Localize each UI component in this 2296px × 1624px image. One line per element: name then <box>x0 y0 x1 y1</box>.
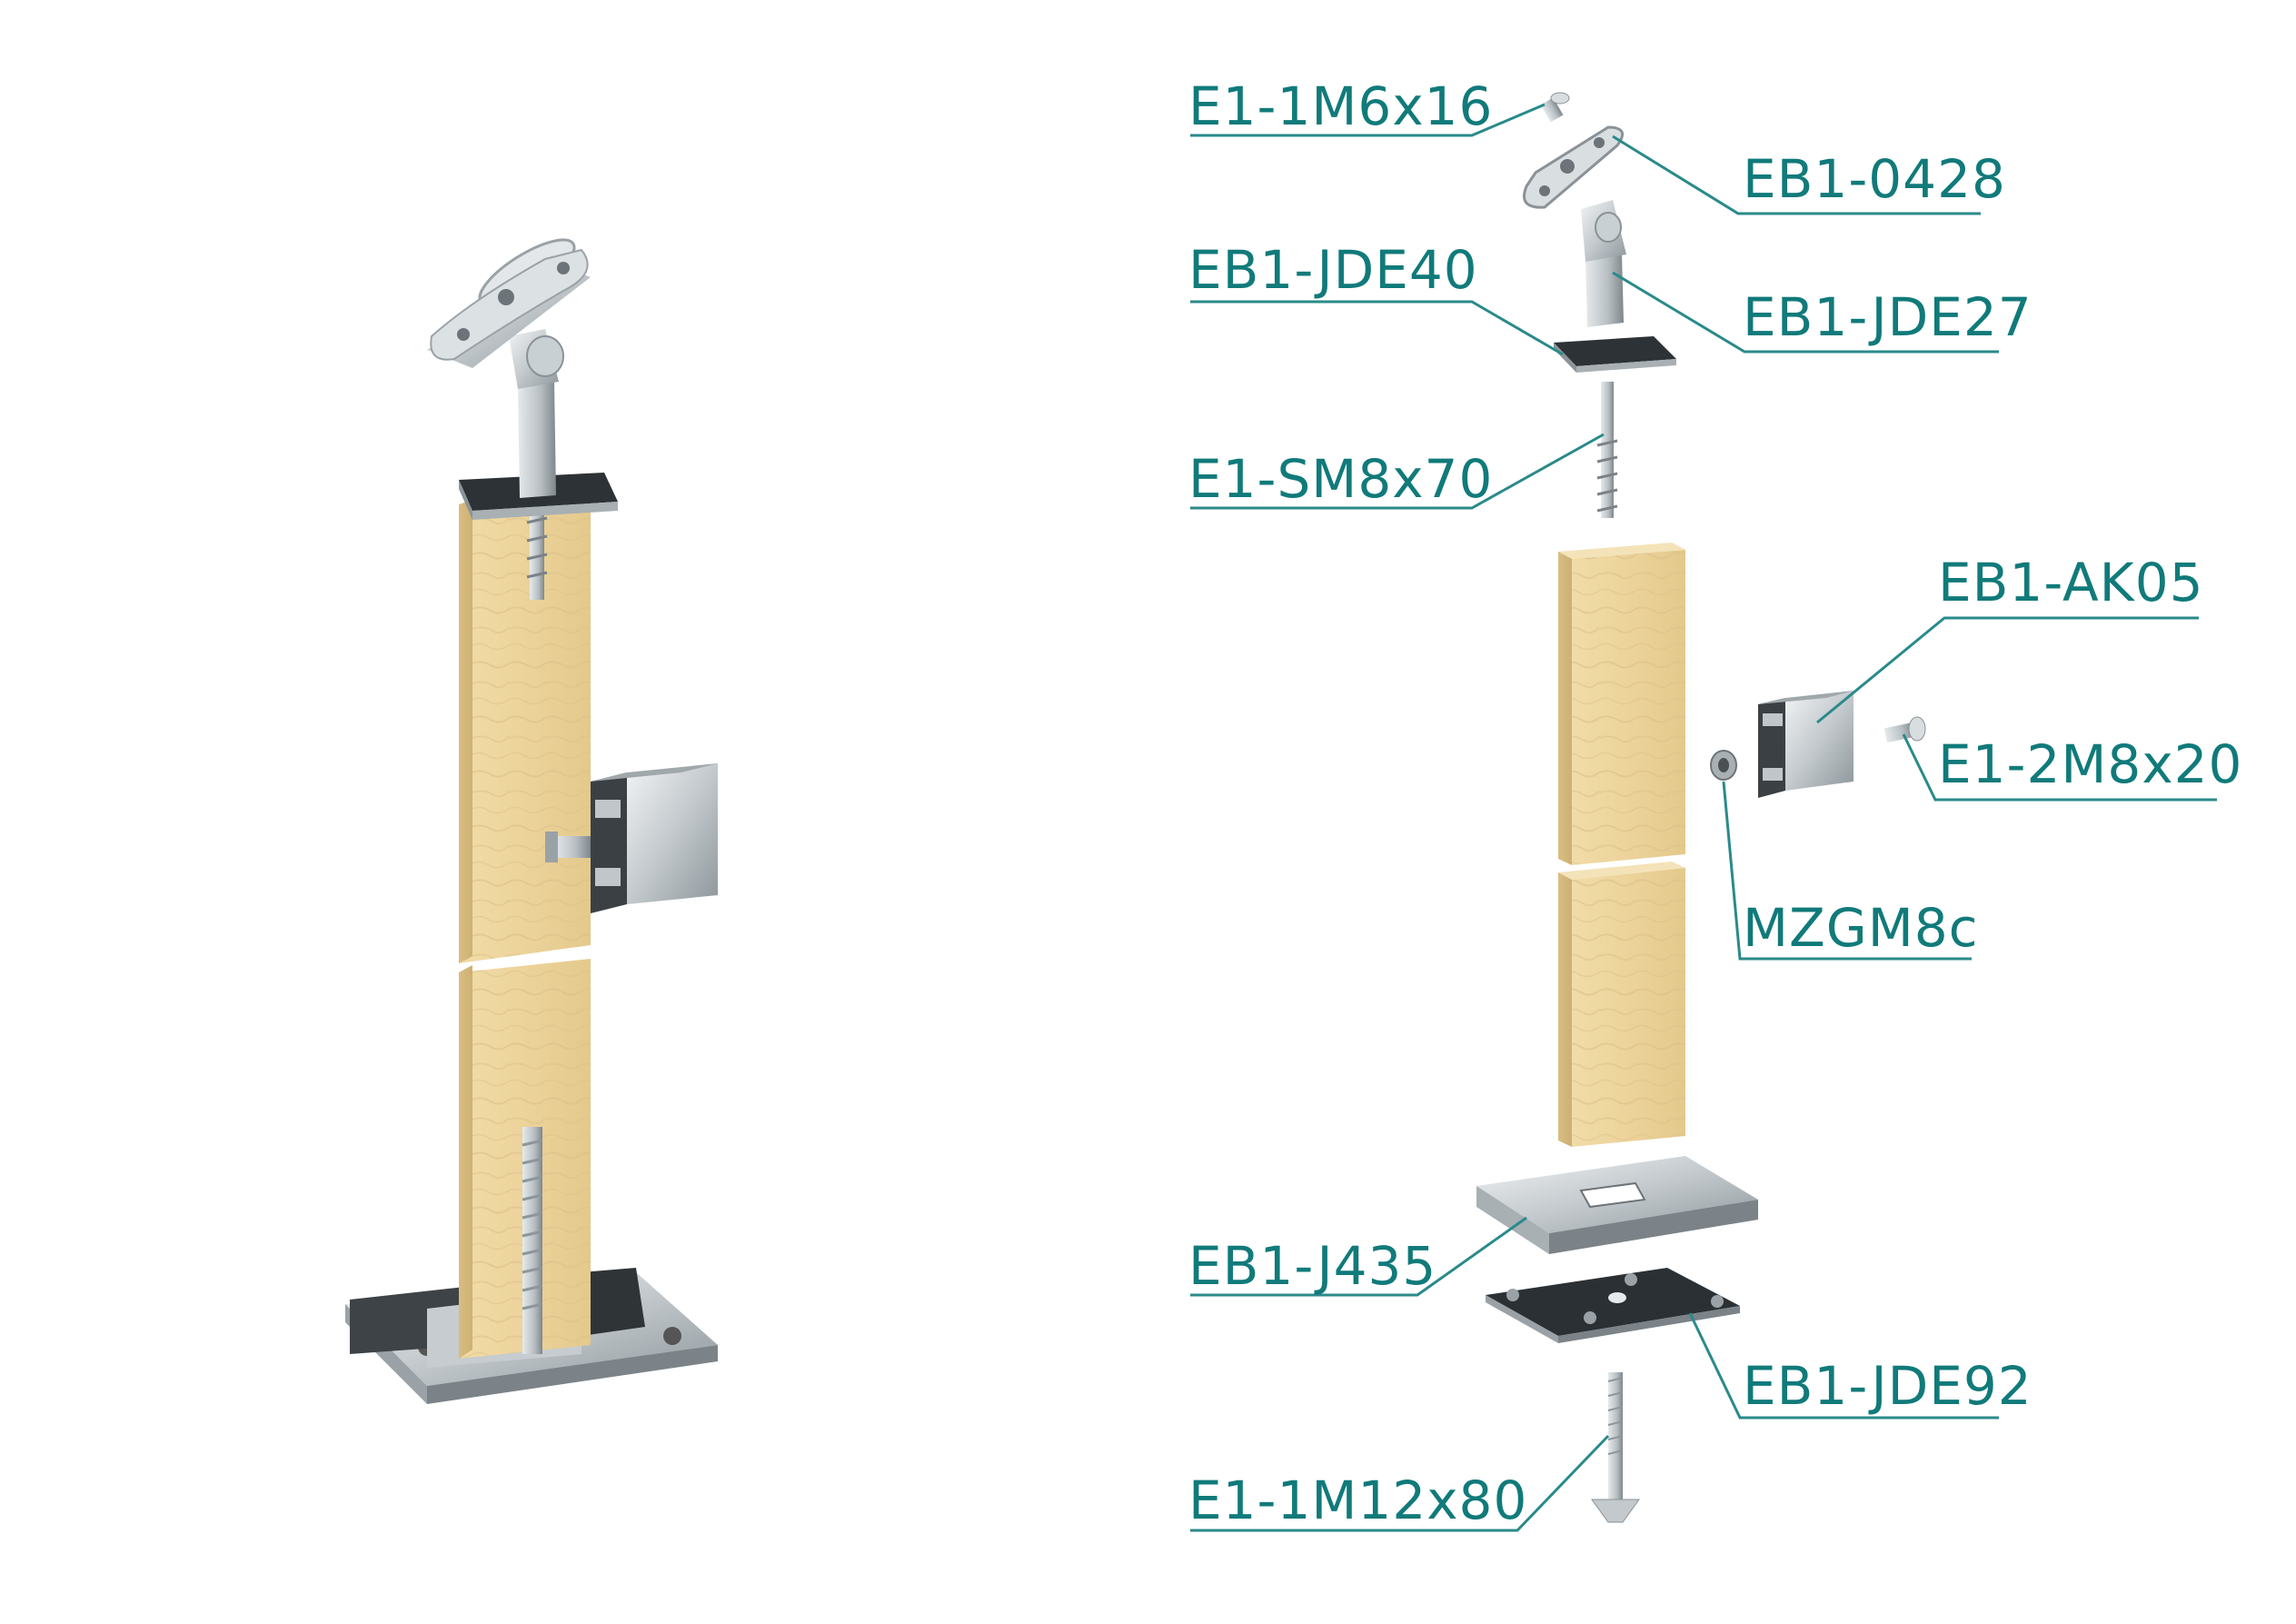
threaded-rod-assembled <box>522 1127 542 1354</box>
label-eb1-jde92: EB1-JDE92 <box>1743 1355 2033 1417</box>
label-eb1-j435: EB1-J435 <box>1188 1235 1437 1297</box>
label-e1-2m8x20: E1-2M8x20 <box>1938 733 2243 795</box>
label-e1-sm8x70: E1-SM8x70 <box>1188 448 1494 510</box>
part-eb1-jde27 <box>1581 200 1626 327</box>
part-eb1-0428 <box>1523 125 1625 209</box>
part-eb1-j435 <box>1476 1156 1758 1254</box>
part-eb1-jde92 <box>1486 1268 1740 1343</box>
label-eb1-jde40: EB1-JDE40 <box>1188 239 1478 301</box>
part-e1-1m6x16 <box>1540 92 1570 123</box>
part-eb1-ak05 <box>1758 691 1854 798</box>
upper-wood-block-assembled <box>459 495 591 963</box>
label-eb1-jde27: EB1-JDE27 <box>1743 286 2033 348</box>
label-e1-1m6x16: E1-1M6x16 <box>1188 75 1494 137</box>
label-mzgm8c: MZGM8c <box>1743 897 1979 959</box>
part-eb1-jde40 <box>1554 336 1676 373</box>
label-e1-1m12x80: E1-1M12x80 <box>1188 1470 1528 1531</box>
part-lower-wood-block <box>1558 862 1685 1147</box>
assembled-post <box>345 238 718 1404</box>
label-eb1-0428: EB1-0428 <box>1743 148 2006 210</box>
label-eb1-ak05: EB1-AK05 <box>1938 552 2204 613</box>
handrail-support-assembled <box>427 238 591 498</box>
wood-screw-assembled <box>526 504 548 600</box>
part-mzgm8c <box>1710 750 1737 781</box>
part-upper-wood-block <box>1558 543 1685 865</box>
part-e1-1m12x80 <box>1591 1372 1640 1523</box>
leader-lines <box>1190 103 2217 1532</box>
glass-clamp-assembled <box>545 763 718 913</box>
part-e1-sm8x70 <box>1596 382 1618 518</box>
part-e1-2m8x20 <box>1884 716 1926 743</box>
exploded-view <box>1476 92 1926 1523</box>
